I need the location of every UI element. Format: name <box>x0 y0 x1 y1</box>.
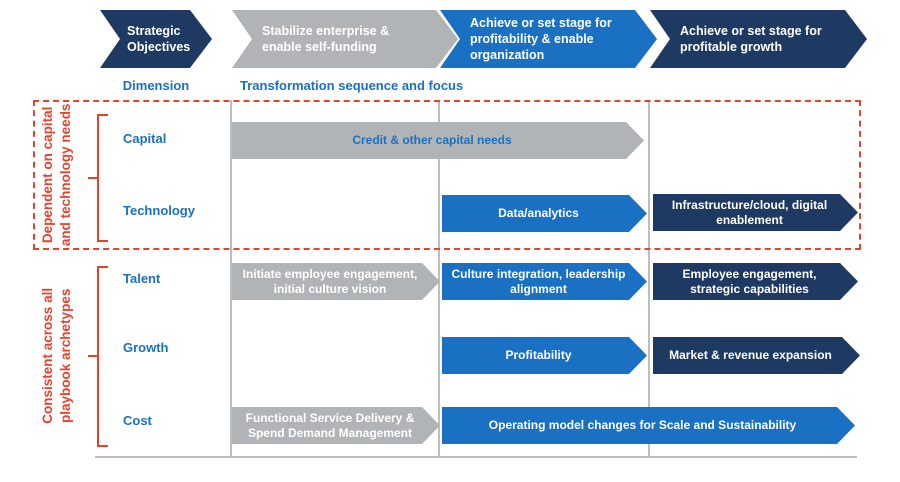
grid-baseline <box>95 456 857 458</box>
arrow-label: Credit & other capital needs <box>352 133 512 147</box>
dependency-dashed-box <box>33 100 861 250</box>
arrow-label: Culture integration, leadership alignmen… <box>451 266 626 296</box>
row-label-cost: Cost <box>123 413 152 428</box>
arrow-label: Market & revenue expansion <box>669 348 832 362</box>
arrow-functional-service-delivery: Functional Service Delivery & Spend Dema… <box>232 407 440 444</box>
group-label-capital-technology: Dependent on capital and technology need… <box>40 103 73 247</box>
arrow-culture-integration: Culture integration, leadership alignmen… <box>442 263 647 300</box>
dimension-label: Dimension <box>122 78 190 93</box>
row-label-capital: Capital <box>123 131 167 146</box>
row-label-growth: Growth <box>123 340 169 355</box>
arrow-label: Profitability <box>505 348 572 362</box>
arrow-employee-engagement: Employee engagement, strategic capabilit… <box>653 263 858 300</box>
arrow-market-revenue-expansion: Market & revenue expansion <box>653 337 860 374</box>
arrow-label: Data/analytics <box>498 206 579 220</box>
arrow-label: Operating model changes for Scale and Su… <box>488 418 797 432</box>
row-label-talent: Talent <box>123 271 161 286</box>
stage-arrow-profitable-growth: Achieve or set stage for profitable grow… <box>650 10 867 68</box>
stage-arrow-label: Strategic Objectives <box>127 24 191 54</box>
arrow-label: Functional Service Delivery & Spend Dema… <box>245 410 415 440</box>
arrow-initiate-engagement: Initiate employee engagement, initial cu… <box>232 263 440 300</box>
arrow-profitability: Profitability <box>442 337 647 374</box>
group-bracket-capital-technology <box>88 114 108 242</box>
grid-line-col1 <box>230 100 232 458</box>
arrow-label: Initiate employee engagement, initial cu… <box>242 266 418 296</box>
grid-line-col2 <box>438 100 440 458</box>
stage-arrow-strategic-objectives: Strategic Objectives <box>100 10 212 68</box>
arrow-data-analytics: Data/analytics <box>442 195 647 232</box>
sequence-label: Transformation sequence and focus <box>240 78 464 93</box>
group-label-playbook-archetypes: Consistent across all playbook archetype… <box>40 287 73 424</box>
stage-arrow-stabilize-enterprise: Stabilize enterprise & enable self-fundi… <box>232 10 458 68</box>
grid-line-col3 <box>648 100 650 458</box>
arrow-label: Infrastructure/cloud, digital enablement <box>671 197 828 227</box>
stage-arrow-profitability: Achieve or set stage for profitability &… <box>440 10 657 68</box>
row-label-technology: Technology <box>123 203 195 218</box>
arrow-infrastructure-cloud: Infrastructure/cloud, digital enablement <box>653 194 858 231</box>
arrow-operating-model-changes: Operating model changes for Scale and Su… <box>442 407 855 444</box>
arrow-label: Employee engagement, strategic capabilit… <box>682 266 817 296</box>
arrow-credit-capital-needs: Credit & other capital needs <box>232 122 644 159</box>
stage-arrow-label: Achieve or set stage for profitability &… <box>470 16 612 62</box>
group-bracket-playbook-archetypes <box>88 266 108 447</box>
stage-arrow-label: Stabilize enterprise & enable self-fundi… <box>262 24 390 54</box>
stage-arrow-label: Achieve or set stage for profitable grow… <box>680 24 822 54</box>
